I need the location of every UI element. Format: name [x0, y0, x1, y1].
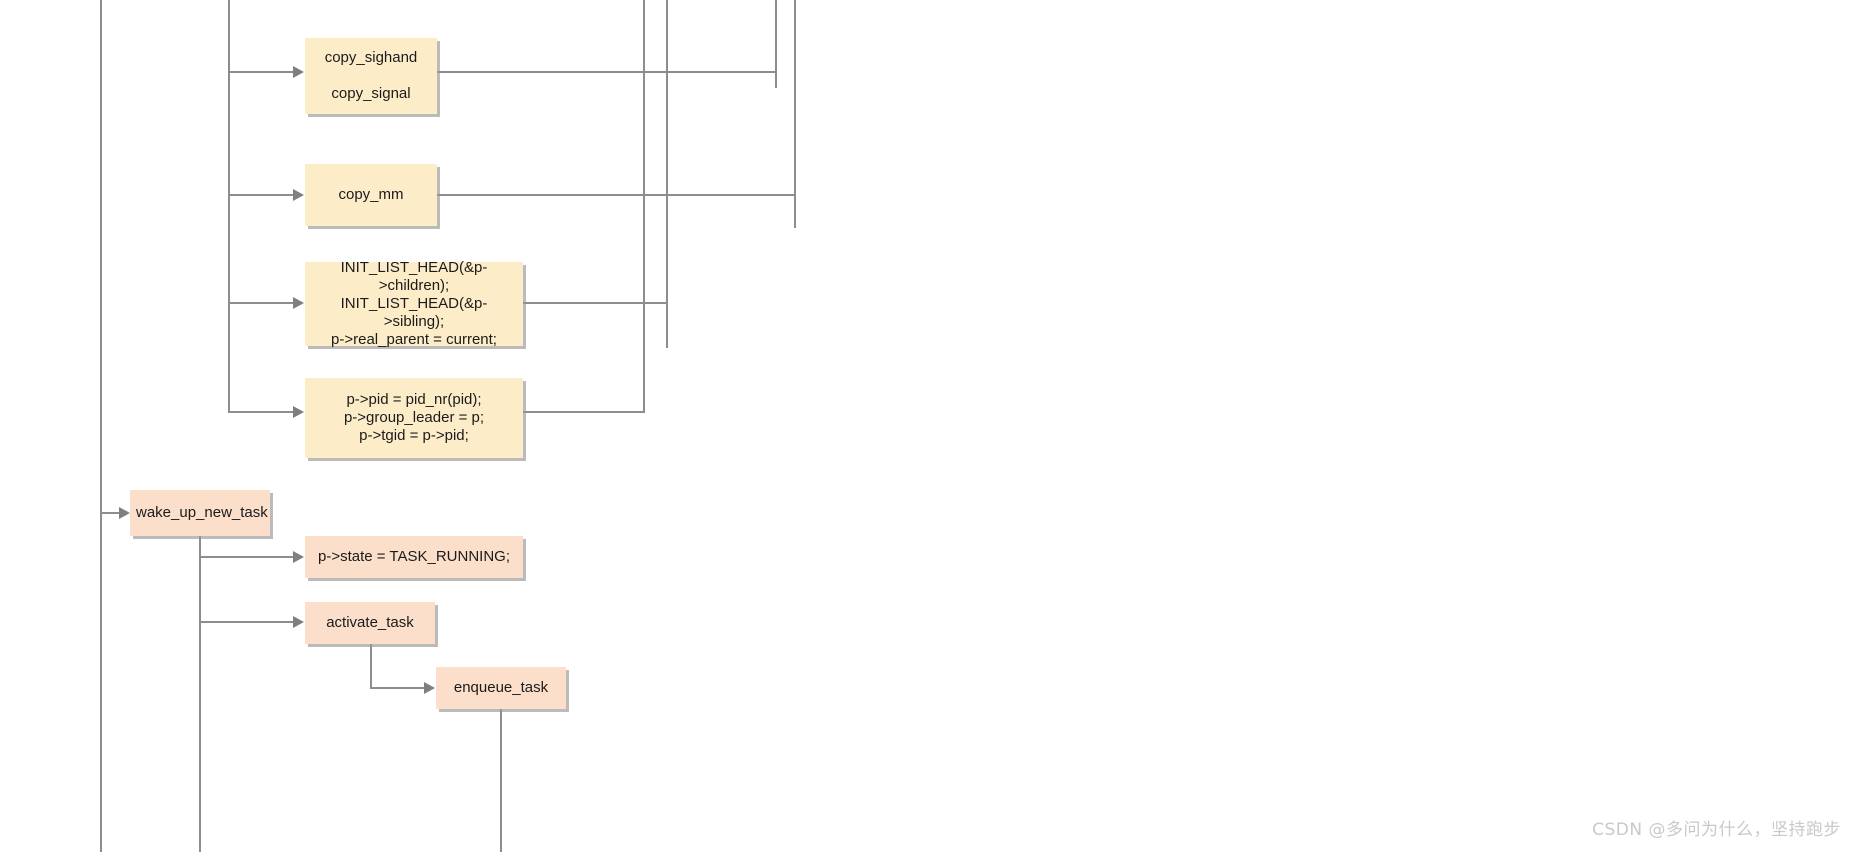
connector-return-rail-short — [643, 0, 645, 411]
arrowhead-enqueue-task — [424, 682, 435, 694]
arrowhead-pid-block — [293, 406, 304, 418]
arrowhead-init-list-head — [293, 297, 304, 309]
connector-enqueue-down-stub — [500, 709, 502, 852]
node-task-running[interactable]: p->state = TASK_RUNNING; — [305, 536, 523, 578]
connector-to-pid-block — [228, 411, 294, 413]
connector-return-init-list-head — [523, 302, 668, 304]
connector-to-init-list-head — [228, 302, 294, 304]
connector-return-copy-sighand — [437, 71, 777, 73]
node-copy-sighand-copy-signal[interactable]: copy_sighand copy_signal — [305, 38, 437, 114]
node-label-pid-group-leader: p->pid = pid_nr(pid); p->group_leader = … — [343, 391, 485, 444]
node-label-copy-signal: copy_signal — [331, 85, 411, 102]
connector-activate-to-enqueue-vertical — [370, 644, 372, 688]
node-label-copy-mm: copy_mm — [338, 186, 404, 203]
node-copy-mm[interactable]: copy_mm — [305, 164, 437, 226]
node-label-task-running: p->state = TASK_RUNNING; — [317, 548, 510, 565]
connector-return-rail-middle — [775, 0, 777, 88]
connector-return-rail-inner — [666, 0, 668, 348]
node-label-copy-sighand: copy_sighand — [324, 49, 418, 66]
arrowhead-activate-task — [293, 616, 304, 628]
connector-left-spine — [100, 0, 102, 852]
node-pid-group-leader[interactable]: p->pid = pid_nr(pid); p->group_leader = … — [305, 378, 523, 458]
node-activate-task[interactable]: activate_task — [305, 602, 435, 644]
connector-to-wake-up-new-task — [100, 512, 120, 514]
csdn-watermark: CSDN @多问为什么，坚持跑步 — [1592, 820, 1841, 840]
connector-to-task-running — [199, 556, 294, 558]
node-enqueue-task[interactable]: enqueue_task — [436, 667, 566, 709]
node-init-list-head[interactable]: INIT_LIST_HEAD(&p->children); INIT_LIST_… — [305, 259, 523, 348]
arrowhead-task-running — [293, 551, 304, 563]
node-label-enqueue-task: enqueue_task — [453, 679, 549, 696]
node-label-init-list-head: INIT_LIST_HEAD(&p->children); INIT_LIST_… — [331, 259, 497, 348]
connector-return-copy-mm — [437, 194, 796, 196]
connector-to-copy-sighand — [228, 71, 294, 73]
arrowhead-copy-sighand — [293, 66, 304, 78]
connector-to-copy-mm — [228, 194, 294, 196]
node-label-activate-task: activate_task — [326, 614, 414, 631]
connector-activate-to-enqueue-horizontal — [370, 687, 425, 689]
connector-inner-spine — [228, 0, 230, 412]
node-wake-up-new-task[interactable]: wake_up_new_task — [130, 490, 270, 536]
node-label-wake-up-new-task: wake_up_new_task — [136, 504, 268, 521]
connector-return-rail-outer — [794, 0, 796, 228]
arrowhead-wake-up-new-task — [119, 507, 130, 519]
connector-to-activate-task — [199, 621, 294, 623]
connector-wake-up-spine — [199, 536, 201, 852]
connector-return-pid-block — [523, 411, 645, 413]
arrowhead-copy-mm — [293, 189, 304, 201]
